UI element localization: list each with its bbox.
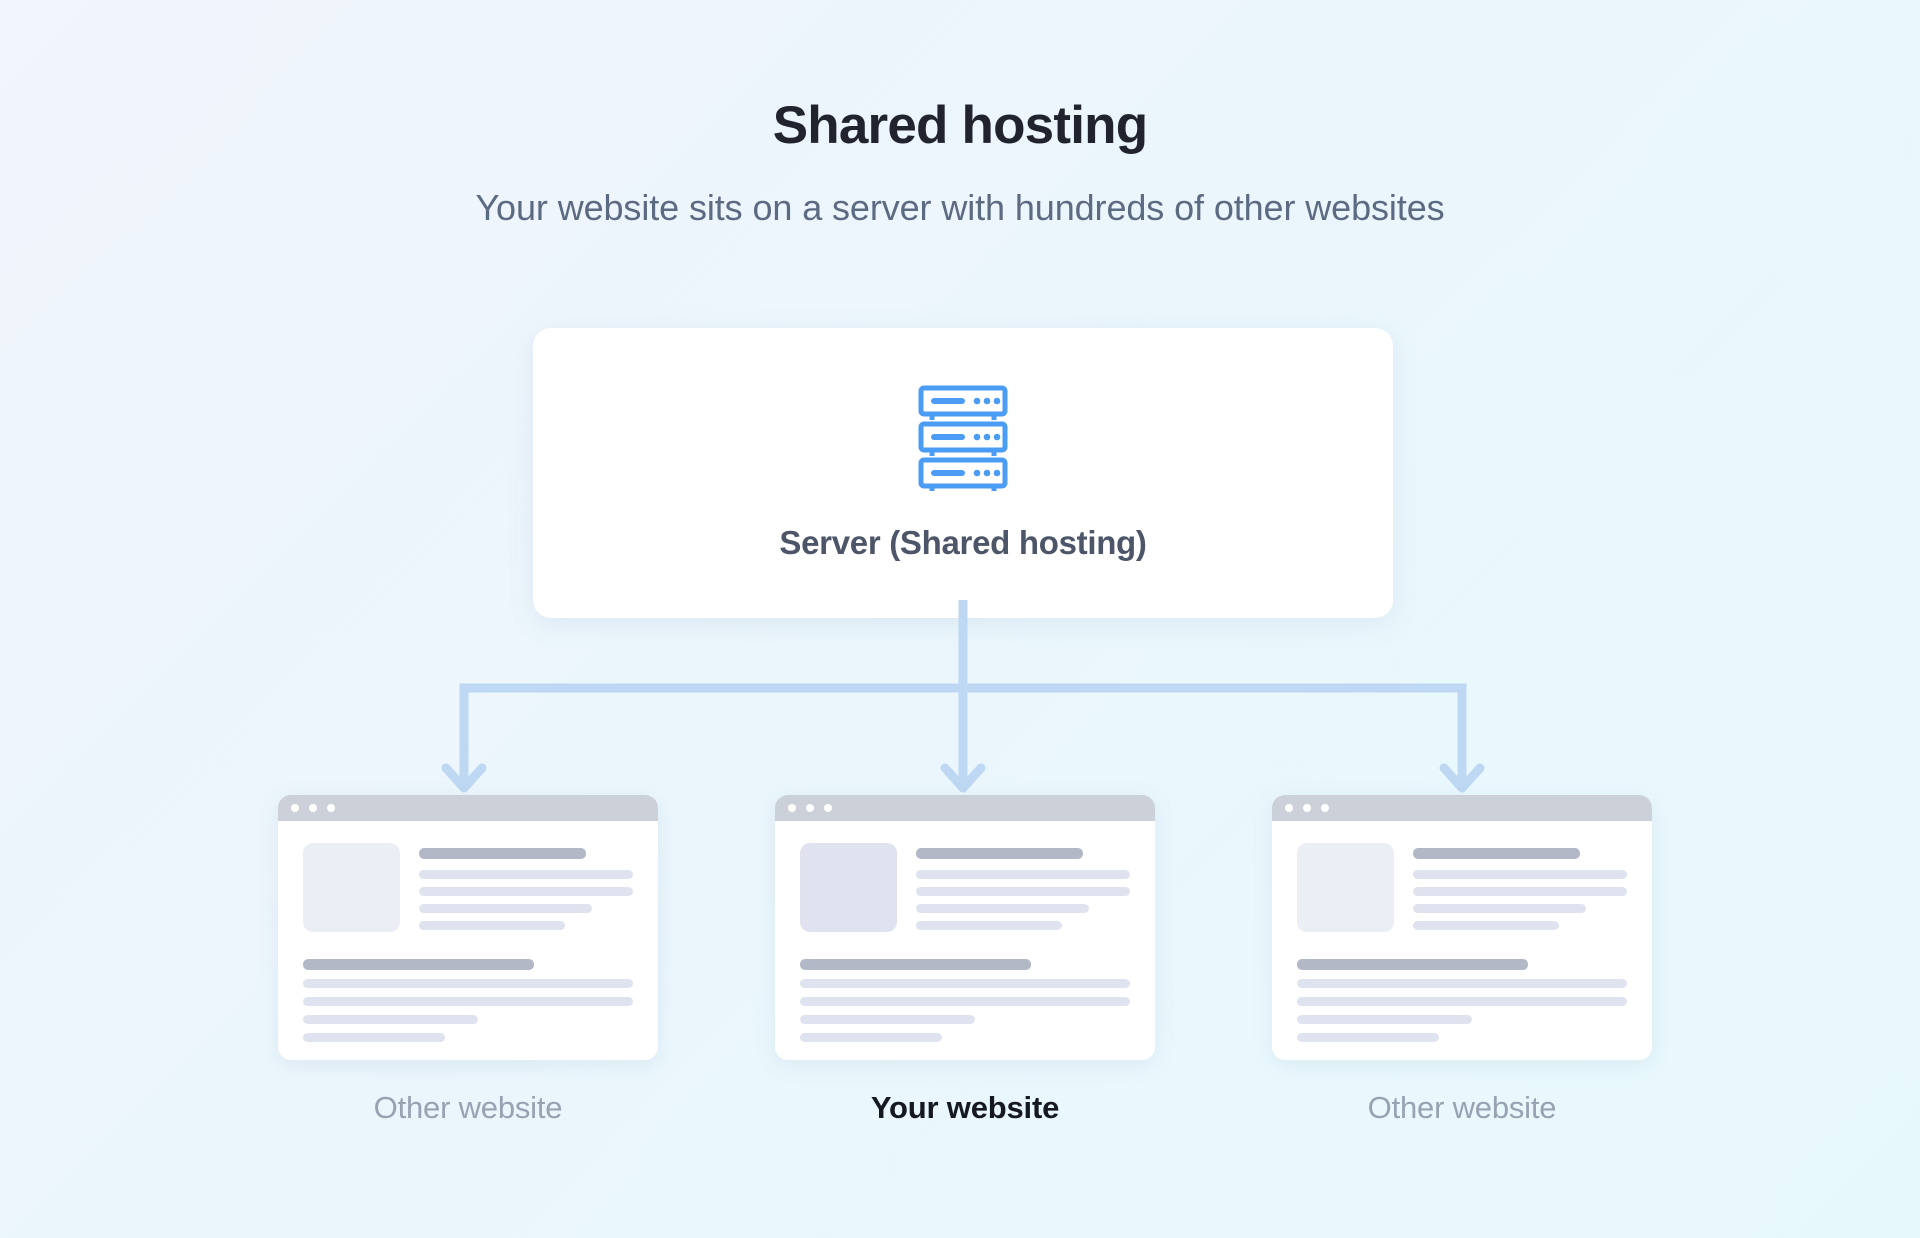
- server-node-card: Server (Shared hosting): [533, 328, 1393, 618]
- content-top-block: [1297, 843, 1627, 938]
- image-placeholder: [1297, 843, 1394, 932]
- skeleton-line: [303, 1015, 478, 1024]
- website-column: Other website: [1272, 795, 1652, 1126]
- skeleton-line: [916, 870, 1130, 879]
- browser-dot-icon: [1285, 804, 1293, 812]
- skeleton-heading: [1297, 959, 1528, 970]
- content-top-block: [303, 843, 633, 938]
- website-caption: Other website: [1367, 1090, 1557, 1125]
- browser-window: [1272, 795, 1652, 1060]
- browser-window: [278, 795, 658, 1060]
- skeleton-line: [916, 904, 1090, 913]
- skeleton-line: [800, 979, 1130, 988]
- image-placeholder: [303, 843, 400, 932]
- website-caption: Your website: [870, 1090, 1060, 1125]
- browser-dot-icon: [309, 804, 317, 812]
- server-rack-icon: [915, 384, 1011, 492]
- browser-window: [775, 795, 1155, 1060]
- skeleton-line: [1297, 979, 1627, 988]
- skeleton-line: [1413, 887, 1627, 896]
- browser-dot-icon: [327, 804, 335, 812]
- skeleton-line: [303, 979, 633, 988]
- browser-dot-icon: [788, 804, 796, 812]
- browser-dot-icon: [824, 804, 832, 812]
- browser-dot-icon: [291, 804, 299, 812]
- skeleton-heading: [1413, 848, 1580, 859]
- heading-block: Shared hosting Your website sits on a se…: [0, 96, 1920, 230]
- skeleton-line: [1413, 904, 1587, 913]
- browser-titlebar: [278, 795, 658, 821]
- connector-tree: [0, 595, 1920, 800]
- skeleton-line: [1297, 1033, 1439, 1042]
- browser-titlebar: [775, 795, 1155, 821]
- skeleton-heading: [916, 848, 1083, 859]
- page-title: Shared hosting: [772, 96, 1148, 155]
- skeleton-line: [1297, 997, 1627, 1006]
- skeleton-heading: [303, 959, 534, 970]
- skeleton-line: [916, 921, 1062, 930]
- content-bottom-block: [1297, 959, 1627, 1042]
- skeleton-heading: [419, 848, 586, 859]
- skeleton-line: [800, 997, 1130, 1006]
- website-column-highlighted: Your website: [775, 795, 1155, 1126]
- text-skeleton-group: [1413, 843, 1627, 938]
- website-column: Other website: [278, 795, 658, 1126]
- browser-titlebar: [1272, 795, 1652, 821]
- skeleton-line: [303, 997, 633, 1006]
- skeleton-line: [419, 870, 633, 879]
- browser-content: [1272, 821, 1652, 1042]
- browser-dot-icon: [806, 804, 814, 812]
- text-skeleton-group: [419, 843, 633, 938]
- skeleton-line: [916, 887, 1130, 896]
- server-node-label: Server (Shared hosting): [779, 524, 1147, 561]
- skeleton-line: [1413, 921, 1559, 930]
- skeleton-line: [303, 1033, 445, 1042]
- text-skeleton-group: [916, 843, 1130, 938]
- skeleton-heading: [800, 959, 1031, 970]
- skeleton-line: [800, 1033, 942, 1042]
- skeleton-line: [1413, 870, 1627, 879]
- skeleton-line: [419, 887, 633, 896]
- content-top-block: [800, 843, 1130, 938]
- content-bottom-block: [800, 959, 1130, 1042]
- skeleton-line: [419, 921, 565, 930]
- browser-dot-icon: [1303, 804, 1311, 812]
- website-cards-row: Other website: [0, 795, 1920, 1125]
- website-caption: Other website: [373, 1090, 563, 1125]
- skeleton-line: [419, 904, 593, 913]
- browser-dot-icon: [1321, 804, 1329, 812]
- skeleton-line: [1297, 1015, 1472, 1024]
- image-placeholder: [800, 843, 897, 932]
- browser-content: [278, 821, 658, 1042]
- page-subtitle: Your website sits on a server with hundr…: [475, 187, 1445, 229]
- skeleton-line: [800, 1015, 975, 1024]
- content-bottom-block: [303, 959, 633, 1042]
- browser-content: [775, 821, 1155, 1042]
